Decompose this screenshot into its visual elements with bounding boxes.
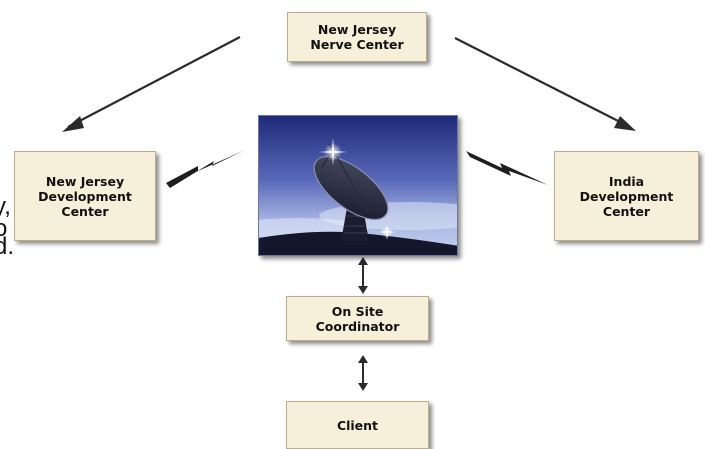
label-line: Development [579,188,674,204]
label-line: New Jersey [317,22,397,37]
satellite-dish-photo [258,115,458,256]
label-line: Center [61,203,109,219]
india-development-center-box: India Development Center [554,151,699,241]
nerve-center-box: New Jersey Nerve Center [287,12,427,62]
label-line: Development [38,188,132,204]
lightning-bolt-icon [466,151,548,185]
double-arrow-photo-onsite [358,257,368,294]
clipped-text-line: y, [0,195,11,219]
nerve-center-label: New Jersey Nerve Center [310,22,403,52]
arrowhead [62,116,84,132]
nj-development-center-label: New Jersey Development Center [38,174,132,219]
label-line: India [608,173,645,189]
arrow-nerve-to-nj [67,36,241,128]
arrow-nerve-to-india [454,37,629,127]
onsite-coordinator-label: On Site Coordinator [316,304,400,334]
arrowhead [614,116,636,131]
clipped-text-line: d. [0,235,14,259]
clipped-text-line: o [0,217,8,241]
label-line: Client [336,417,379,433]
double-arrow-onsite-client [358,355,368,391]
client-label: Client [337,418,378,433]
nj-development-center-box: New Jersey Development Center [14,151,156,241]
client-box: Client [286,401,429,449]
lightning-bolt-icon [166,150,245,188]
onsite-coordinator-box: On Site Coordinator [286,296,429,341]
label-line: On Site [331,303,384,319]
label-line: Coordinator [315,318,400,334]
label-line: Center [602,203,651,219]
label-line: New Jersey [45,173,125,189]
india-development-center-label: India Development Center [580,174,674,219]
label-line: Nerve Center [310,37,404,52]
satellite-dish-icon [259,116,457,255]
